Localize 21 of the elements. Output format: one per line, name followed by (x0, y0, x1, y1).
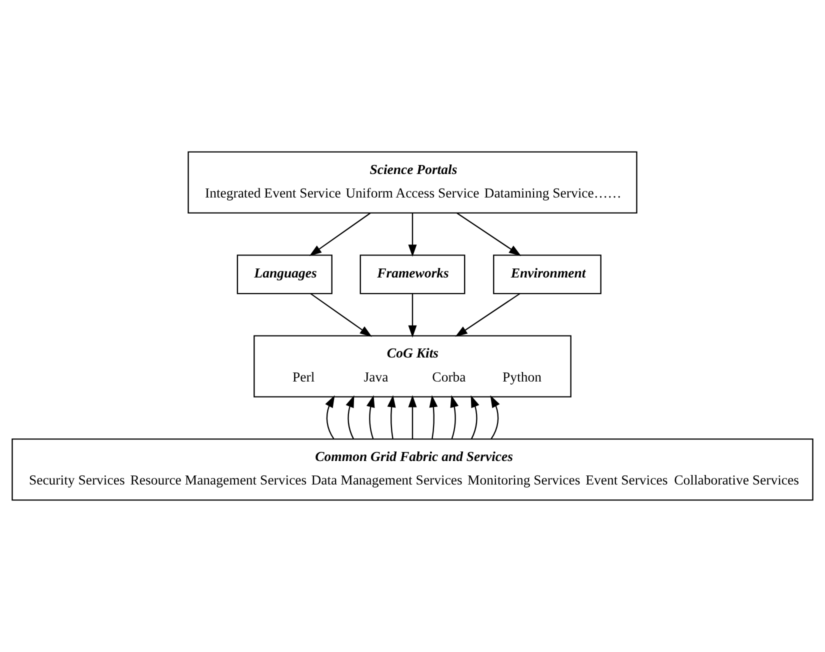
arrow (309, 212, 371, 256)
arrow (366, 395, 375, 439)
node-box: Science Portals Integrated Event Service Uniform Access Service Datamining Service…… (188, 151, 638, 214)
node-box: Common Grid Fabric and Services Security Services Resource Management Services Data Management Services Monitoring Services Event Services Collaborative Services (12, 438, 814, 501)
node-box: CoG Kits Perl Java Corba Python (254, 335, 572, 398)
arrow (456, 212, 522, 256)
arrow (455, 293, 520, 337)
arrow (490, 395, 500, 440)
arrow (346, 395, 354, 440)
arrow (408, 294, 417, 338)
arrow (325, 395, 335, 440)
arrow (470, 395, 480, 440)
node-box: Languages (236, 254, 332, 294)
arrow (387, 395, 396, 439)
arrow (310, 293, 372, 337)
arrow (450, 395, 459, 439)
arrow (408, 395, 417, 439)
arrow (429, 395, 438, 439)
arrow (408, 213, 417, 257)
node-box: Frameworks (360, 254, 466, 294)
node-box: Environment (493, 254, 602, 294)
